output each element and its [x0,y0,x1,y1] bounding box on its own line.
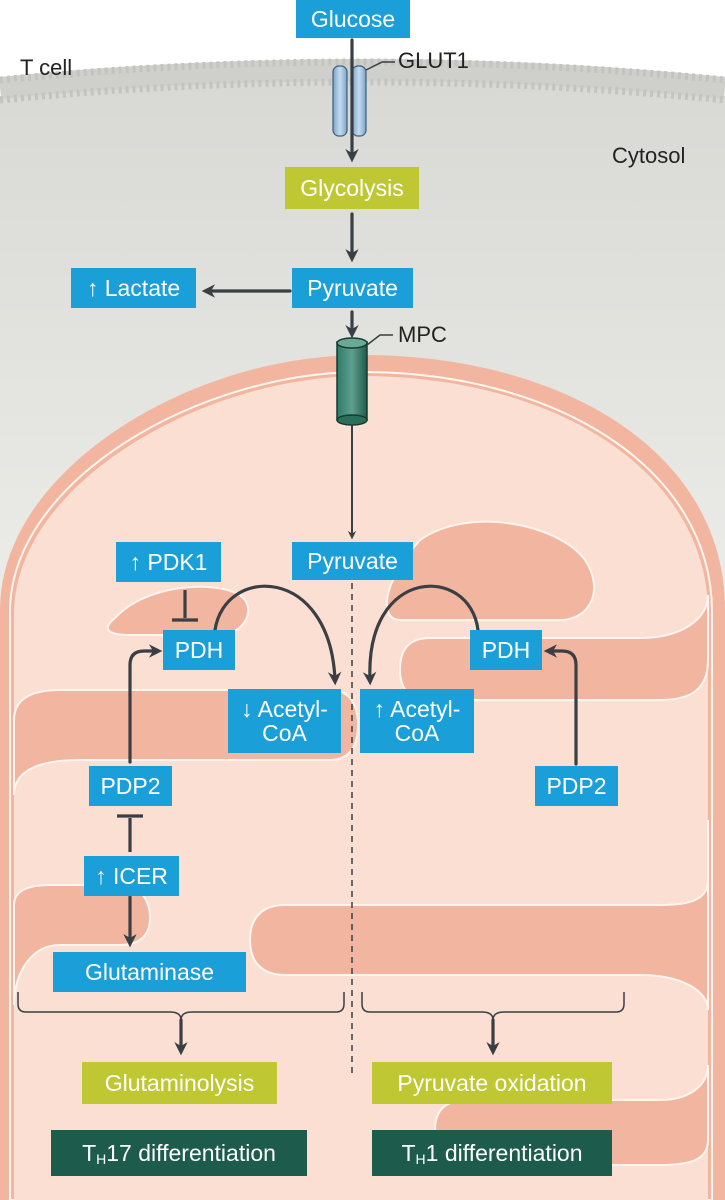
t-cell-label: T cell [20,55,73,80]
bracket-left [17,992,345,1021]
glucose-node: Glucose [296,0,410,38]
arrow-pdh-left-acetylcoa [213,584,342,686]
glut1-label: GLUT1 [398,48,469,73]
th1-T: T [401,1139,416,1166]
mpc-label: MPC [398,322,447,347]
pyruvate-cytosol-node: Pyruvate [292,268,413,308]
th17-rest: 17 differentiation [106,1139,276,1166]
th17-T: T [82,1139,97,1166]
glutaminolysis-node: Glutaminolysis [82,1062,277,1104]
arrow-pdp2-pdh-left [128,644,163,764]
glutaminase-node: Glutaminase [53,952,246,992]
glycolysis-node: Glycolysis [285,167,419,209]
acetylcoa-up-node: ↑ Acetyl- CoA [360,689,474,753]
inhibition-icer-pdp2 [117,814,143,852]
pdp2-left-node: PDP2 [89,766,172,806]
lactate-node: ↑ Lactate [71,268,196,308]
bracket-right [361,992,625,1021]
cytosol-label: Cytosol [612,143,686,168]
acetylcoa-down-line1: ↓ Acetyl- [241,695,328,722]
pdh-left-node: PDH [163,630,235,670]
glut1-transporter-icon [332,61,395,137]
arrow-pdp2-pdh-right [543,644,578,766]
arrow-pdh-right-acetylcoa [362,584,480,686]
pyruvate-oxidation-node: Pyruvate oxidation [372,1062,612,1104]
pyruvate-mito-node: Pyruvate [292,542,413,580]
icer-node: ↑ ICER [84,856,179,896]
pdp2-right-node: PDP2 [535,766,618,806]
inhibition-pdk1-pdh [172,590,198,622]
mpc-channel-icon [336,334,393,426]
th17-subscript: H [96,1150,107,1167]
pdh-right-node: PDH [470,630,542,670]
acetylcoa-down-node: ↓ Acetyl- CoA [228,689,341,753]
acetylcoa-up-line2: CoA [394,720,440,746]
th1-subscript: H [415,1150,426,1167]
th1-rest: 1 differentiation [425,1139,583,1166]
acetylcoa-up-line1: ↑ Acetyl- [373,695,461,722]
acetylcoa-down-line2: CoA [262,720,307,746]
pdk1-node: ↑ PDK1 [116,542,221,582]
